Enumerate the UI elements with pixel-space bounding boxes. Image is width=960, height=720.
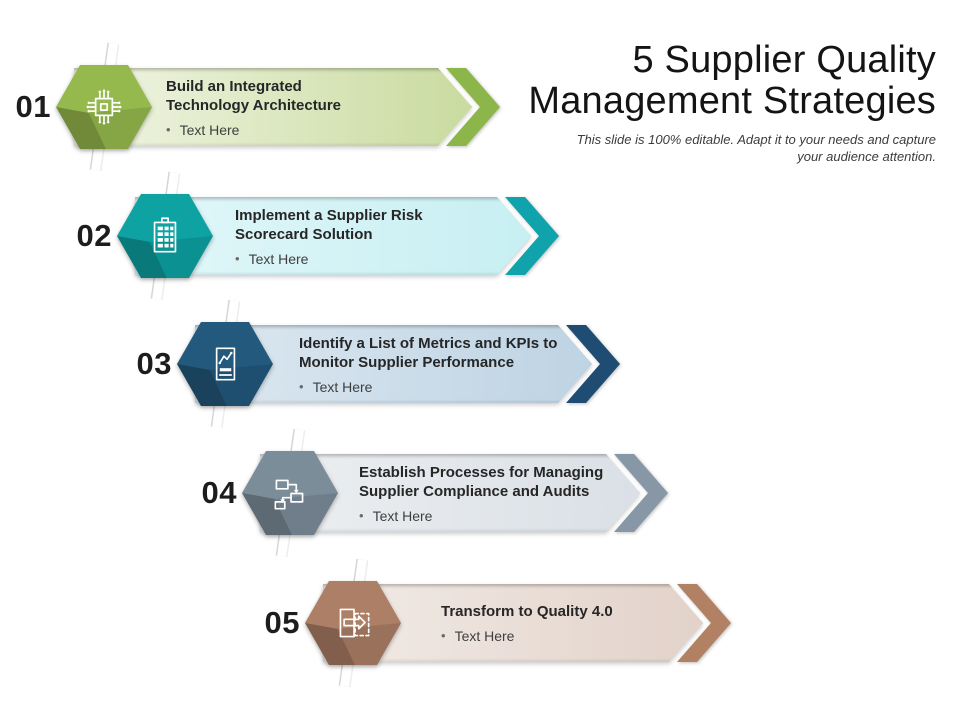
- bullet-text: Text Here: [372, 507, 433, 524]
- strategy-heading: Transform to Quality 4.0: [441, 602, 703, 621]
- heading-line: Transform to Quality 4.0: [441, 603, 613, 620]
- page-title: 5 Supplier Quality Management Strategies: [528, 39, 936, 122]
- page-subtitle: This slide is 100% editable. Adapt it to…: [576, 132, 936, 164]
- title-block: 5 Supplier Quality Management Strategies…: [466, 40, 936, 165]
- bullet-text: Text Here: [312, 378, 373, 395]
- bullet-item: • Text Here: [299, 379, 592, 395]
- heading-line: Monitor Supplier Performance: [299, 353, 515, 371]
- bullet-marker: •: [235, 250, 240, 266]
- chevron-arrow: [446, 68, 500, 146]
- heading-line: Supplier Compliance and Audits: [359, 482, 590, 500]
- bullet-text: Text Here: [248, 250, 309, 267]
- bullet-marker: •: [166, 121, 171, 137]
- step-hexagon: [305, 581, 401, 665]
- bullet-text: Text Here: [454, 628, 515, 644]
- chevron-arrow: [566, 325, 620, 403]
- step-number: 02: [76, 218, 112, 253]
- bullet-item: • Text Here: [441, 628, 703, 644]
- step-hexagon: [177, 322, 273, 406]
- report-chart-icon: [215, 347, 236, 381]
- bullet-marker: •: [299, 378, 304, 394]
- bullet-text: Text Here: [179, 121, 240, 138]
- strategy-heading: Identify a List of Metrics and KPIs to M…: [299, 334, 592, 372]
- heading-line: Identify a List of Metrics and KPIs to: [299, 334, 558, 352]
- chevron-arrow: [677, 584, 731, 662]
- bullet-item: • Text Here: [166, 122, 472, 138]
- step-number: 04: [201, 475, 237, 510]
- chip-icon: [86, 89, 122, 125]
- transform-arrow-icon: [339, 608, 370, 638]
- bullet-item: • Text Here: [359, 508, 640, 524]
- strategy-banner: Implement a Supplier Risk Scorecard Solu…: [135, 197, 531, 275]
- bullet-item: • Text Here: [235, 251, 531, 267]
- step-number: 05: [264, 605, 300, 640]
- bullet-marker: •: [359, 507, 364, 523]
- bullet-marker: •: [441, 628, 446, 643]
- chevron-arrow: [505, 197, 559, 275]
- chevron-arrow: [614, 454, 668, 532]
- heading-line: Build an Integrated: [166, 77, 302, 95]
- step-hexagon: [56, 65, 152, 149]
- step-number: 01: [15, 89, 51, 124]
- heading-line: Establish Processes for Managing: [359, 463, 604, 481]
- heading-line: Implement a Supplier Risk: [235, 206, 423, 224]
- strategy-heading: Build an Integrated Technology Architect…: [166, 77, 472, 115]
- heading-line: Technology Architecture: [166, 96, 342, 114]
- strategy-heading: Establish Processes for Managing Supplie…: [359, 463, 640, 501]
- flowchart-icon: [274, 479, 304, 510]
- step-hexagon: [242, 451, 338, 535]
- heading-line: Scorecard Solution: [235, 225, 373, 243]
- step-hexagon: [117, 194, 213, 278]
- step-number: 03: [136, 346, 172, 381]
- calculator-icon: [153, 217, 177, 253]
- strategy-heading: Implement a Supplier Risk Scorecard Solu…: [235, 206, 531, 244]
